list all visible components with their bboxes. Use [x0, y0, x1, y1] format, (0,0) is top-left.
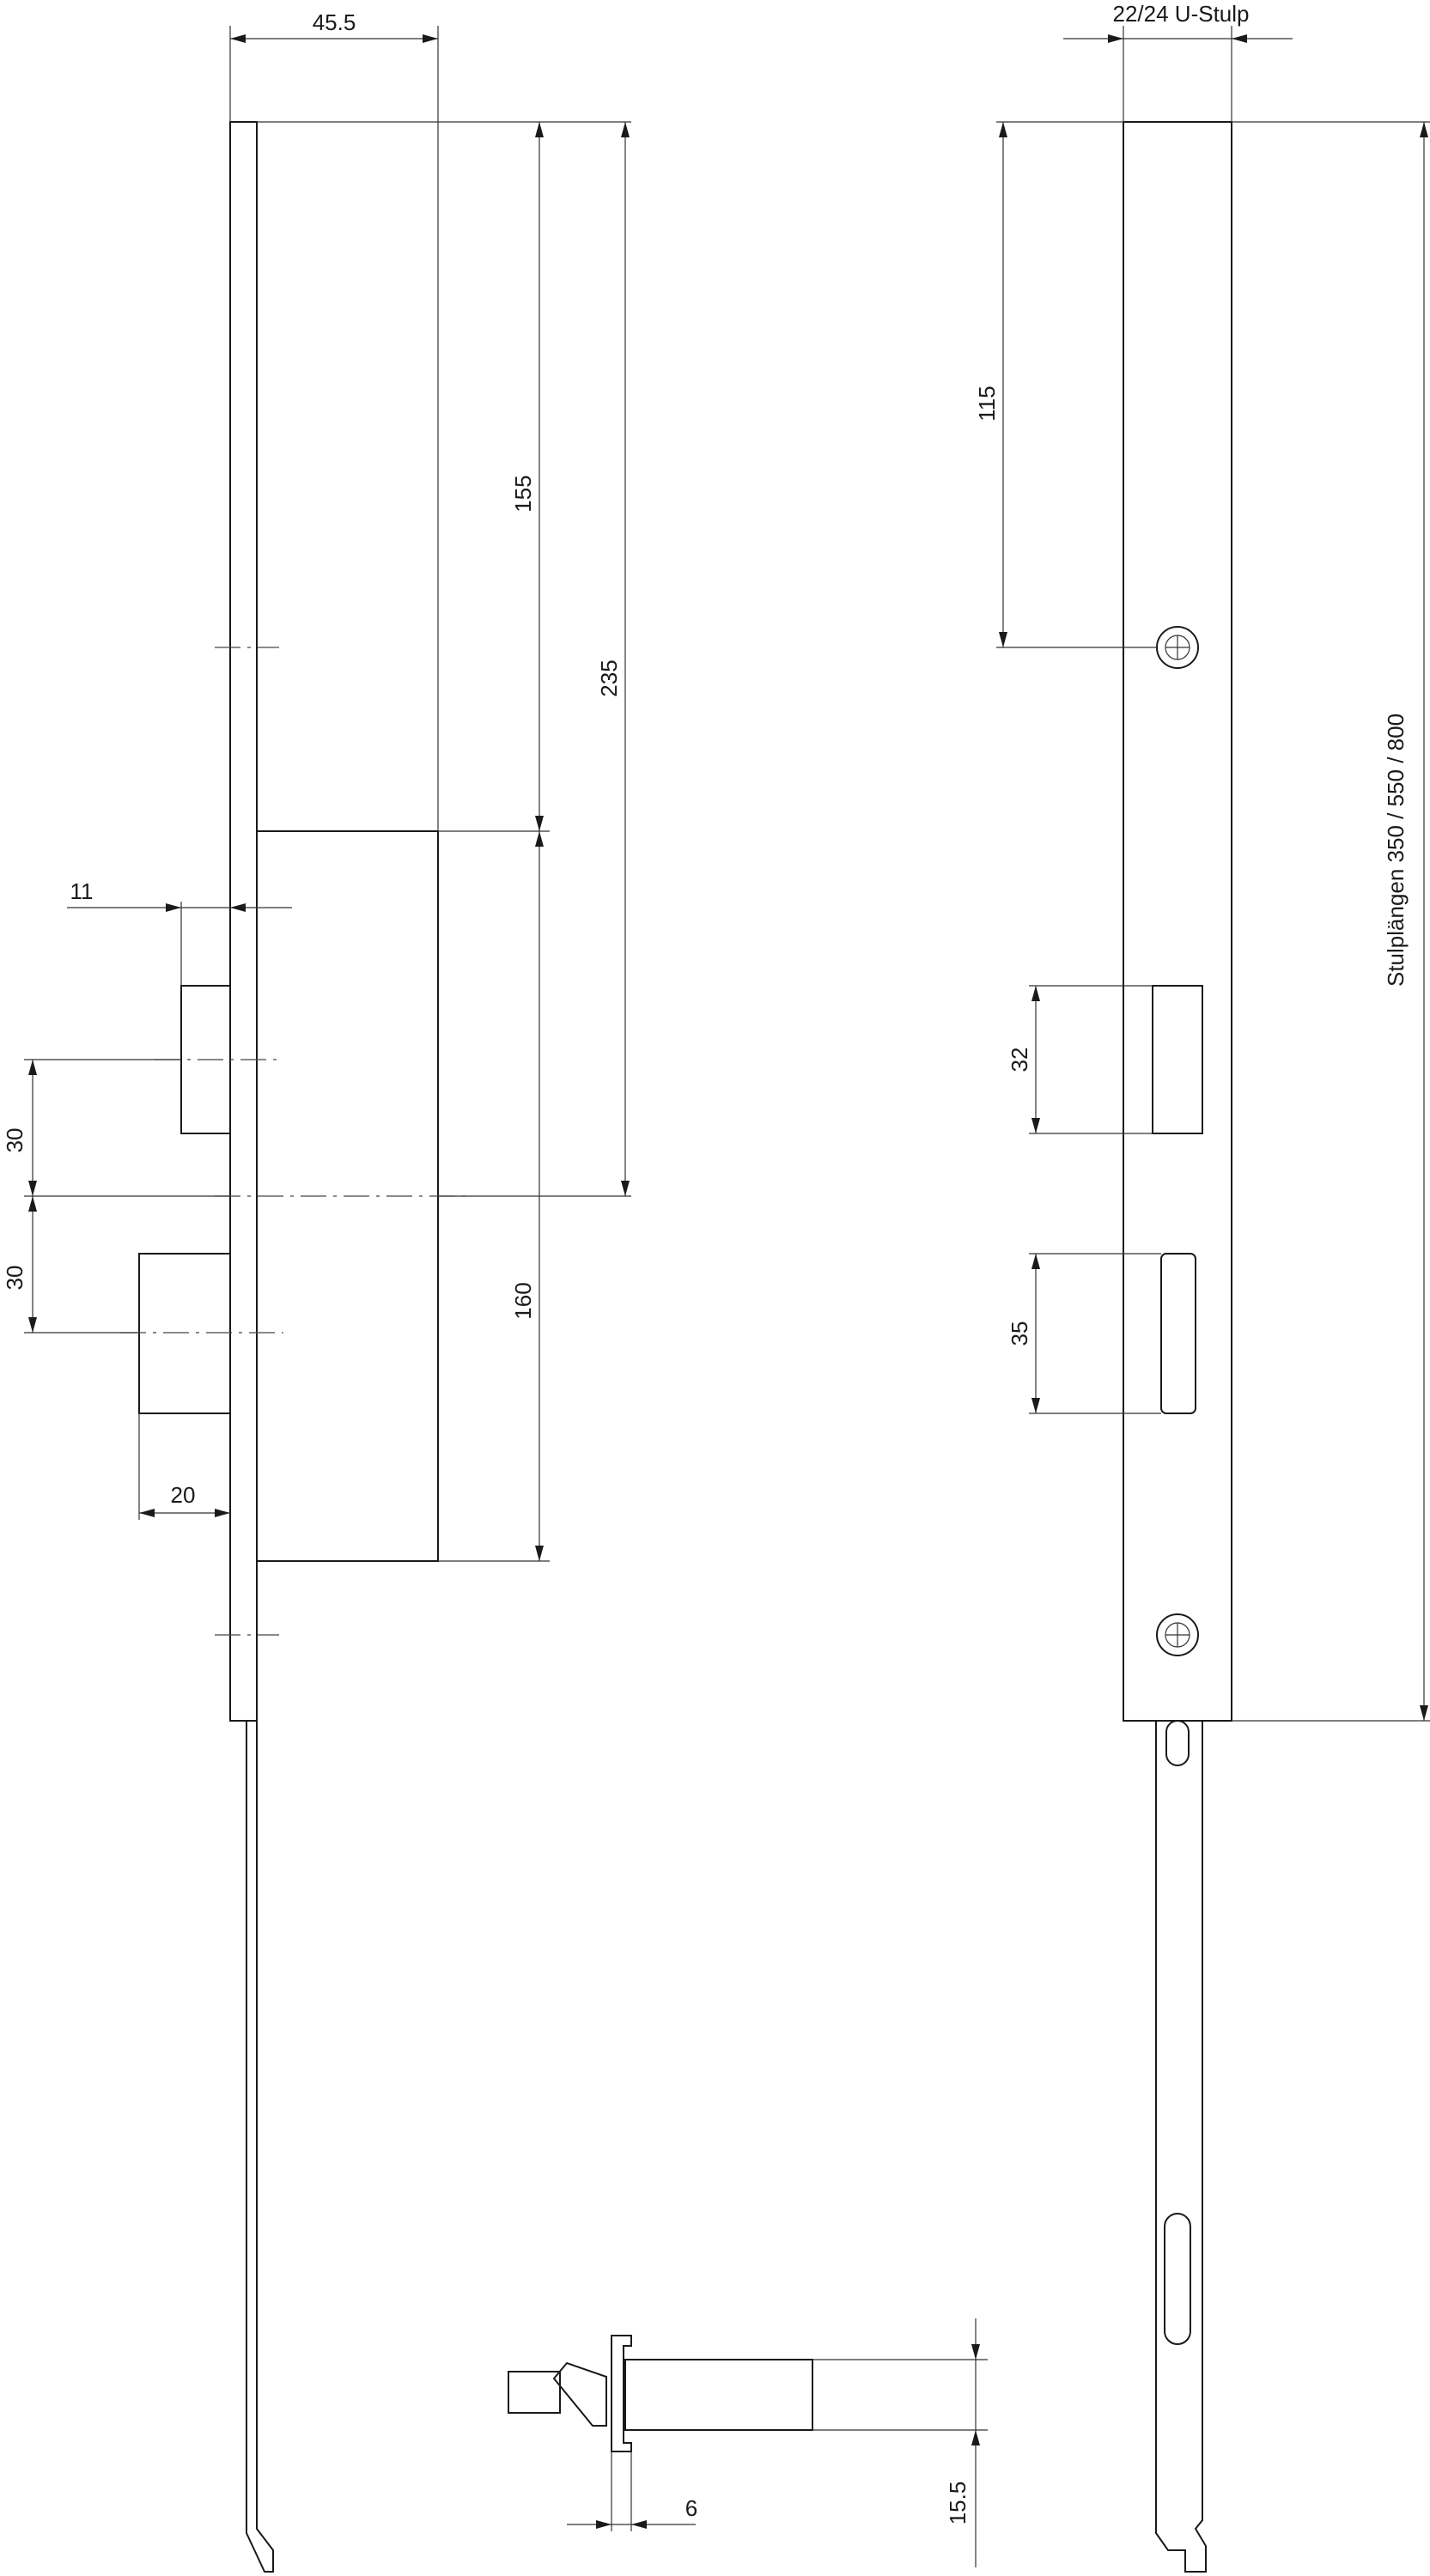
bolt-wedge	[552, 2361, 607, 2427]
bolt-detail: 15.5 6	[508, 2318, 988, 2567]
dim-latch-hole-label: 32	[1007, 1048, 1032, 1072]
front-view: 22/24 U-Stulp 115 32	[974, 1, 1430, 2573]
dim-lengths-label: Stulplängen 350 / 550 / 800	[1383, 714, 1409, 987]
dimension-top-to-centre: 235	[596, 122, 630, 1196]
connecting-rod-front	[1155, 1721, 1207, 2573]
dim-bolt-thickness-label: 6	[685, 2495, 697, 2521]
deadbolt	[138, 1253, 231, 1414]
connecting-rod	[246, 1721, 274, 2573]
dim-bolt-spacing-label: 30	[2, 1266, 27, 1291]
lock-case	[256, 122, 439, 1562]
dimension-bolt-height: 15.5	[812, 2318, 988, 2567]
dimension-latch-projection: 11	[67, 878, 292, 986]
faceplate-side	[229, 121, 258, 1722]
dimension-latch-hole: 32	[1007, 985, 1153, 1134]
dimension-top-to-case: 155	[510, 122, 544, 831]
dimension-faceplate-lengths: Stulplängen 350 / 550 / 800	[1383, 122, 1428, 1721]
dim-bolt-projection-label: 20	[171, 1482, 196, 1508]
side-view: 45.5 155 235 160	[2, 9, 631, 2573]
latch-hole	[1152, 985, 1203, 1134]
dim-bolt-hole-label: 35	[1007, 1321, 1032, 1346]
bolt-bracket	[611, 2335, 632, 2452]
dimension-top-to-screw: 115	[974, 122, 1007, 647]
dimension-faceplate: 22/24 U-Stulp	[1063, 1, 1293, 122]
rod-slot-top	[1165, 1720, 1190, 1766]
screw-hole-bottom	[1156, 1613, 1199, 1656]
dim-latch-projection-label: 11	[70, 878, 94, 904]
bolt-hole	[1160, 1253, 1196, 1414]
dimension-bolt-thickness: 6	[567, 2451, 697, 2531]
dim-latch-spacing-label: 30	[2, 1128, 27, 1153]
dimension-case-height: 160	[510, 831, 544, 1561]
bolt-stem	[508, 2371, 561, 2414]
dimension-bolt-projection: 20	[138, 1413, 230, 1520]
dimension-spacing: 30 30	[2, 1059, 230, 1334]
dim-top-to-case-label: 155	[510, 475, 536, 512]
dim-top-to-centre-label: 235	[596, 659, 622, 696]
bolt-body	[624, 2359, 813, 2431]
dimension-bolt-hole: 35	[1007, 1253, 1161, 1414]
dim-bolt-height-label: 15.5	[945, 2482, 971, 2525]
dimension-width: 45.5	[229, 9, 439, 831]
rod-slot-bottom	[1164, 2213, 1191, 2345]
faceplate-front	[1123, 121, 1232, 1722]
dim-top-to-screw-label: 115	[974, 386, 1000, 421]
dim-width-label: 45.5	[313, 9, 356, 35]
dim-faceplate-label: 22/24 U-Stulp	[1113, 1, 1250, 27]
dim-case-height-label: 160	[510, 1282, 536, 1319]
